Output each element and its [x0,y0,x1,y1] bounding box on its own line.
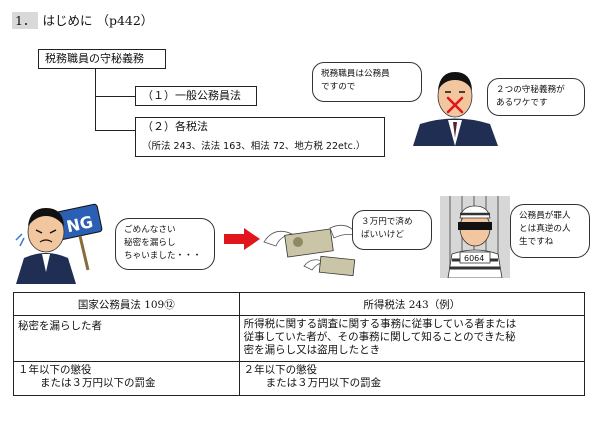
section-number: 1． [12,12,39,29]
item2-box: （２）各税法 （所法 243、法法 163、相法 72、地方税 22etc.） [135,117,385,157]
apology-illustration: NG [15,203,103,284]
official-illustration [413,72,498,146]
law-comparison-table: 国家公務員法 109⑫ 所得税法 243（例） 秘密を漏らした者 所得税に関する… [13,292,586,396]
tree-branch-2 [95,130,135,131]
cell-line: 密を漏らし又は盗用したとき [243,344,381,356]
money-bubble: ３万円で済め ばいいけど [352,210,432,250]
cross-icon [446,96,464,114]
prisoner-bubble: 公務員が罪人 とは真逆の人 生ですね [510,204,590,258]
tree-trunk [95,69,96,131]
section-heading: はじめに [42,13,93,28]
prisoner-illustration: 6064 [440,196,510,278]
bubble-line: ３万円で済め [361,217,413,227]
table-header-cell: 国家公務員法 109⑫ [13,292,240,316]
shirt-shape [42,254,50,272]
apology-bubble: ごめんなさい 秘密を漏らし ちゃいました・・・ [115,218,215,270]
cell-line: または３万円以下の罰金 [265,377,382,389]
eyes-shape [35,229,57,234]
cell-line: または３万円以下の罰金 [40,377,156,389]
root-box: 税務職員の守秘義務 [38,49,166,69]
number-plate [459,251,491,264]
cell-line: 所得税に関する調査に関する事務に従事している者または [243,318,517,330]
prisoner-number: 6064 [464,254,484,263]
banknote-shape [284,228,334,258]
table-cell: １年以下の懲役 または３万円以下の罰金 [13,361,240,396]
item1-box: （１）一般公務員法 [135,86,257,106]
tree-branch-1 [95,96,135,97]
bubble-line: 秘密を漏らし [124,238,176,248]
hair-shape [438,72,472,90]
bubble-line: ２つの守秘義務が [496,85,565,95]
item2-detail: （所法 243、法法 163、相法 72、地方税 22etc.） [142,141,366,152]
table-header-cell: 所得税法 243（例） [238,292,586,316]
mouth-shape [39,239,53,243]
cell-line: 秘密を漏らした者 [18,320,102,332]
bubble-line: ですので [321,82,356,92]
bubble-line: ばいいけど [361,230,404,240]
section-page-ref: （p442） [96,13,154,28]
bubble-line: とは真逆の人 [519,224,571,234]
hair-shape [28,208,64,226]
banknote-shape [318,255,356,277]
eye-censor-bar [458,222,492,230]
right-arrow-icon [224,228,260,250]
item1-label: （１）一般公務員法 [142,89,241,102]
table-header-row: 国家公務員法 109⑫ 所得税法 243（例） [13,292,586,316]
item2-label: （２）各税法 [142,120,208,133]
sign-stick [78,235,90,271]
table-cell: 秘密を漏らした者 [13,315,240,362]
banknote-portrait [293,237,303,247]
table-cell: ２年以下の懲役 または３万円以下の罰金 [238,361,586,396]
cell-line: １年以下の懲役 [18,364,92,376]
flying-money-illustration [263,224,359,277]
table-cell: 所得税に関する調査に関する事務に従事している者または 従事していた者が、その事務… [238,315,586,362]
bubble-line: 公務員が罪人 [519,211,571,221]
bubble-line: 生ですね [519,237,554,247]
bubble-line: 税務職員は公務員 [321,69,390,79]
bubble-line: ちゃいました・・・ [124,251,202,261]
table-row: １年以下の懲役 または３万円以下の罰金 ２年以下の懲役 または３万円以下の罰金 [13,361,586,396]
tie-shape [453,122,457,138]
arrow-shape [224,228,260,250]
bubble-line: ごめんなさい [124,225,176,235]
cell-line: ２年以下の懲役 [243,364,318,376]
table-row: 秘密を漏らした者 所得税に関する調査に関する事務に従事している者または 従事して… [13,315,586,362]
sweat-icon [15,233,25,247]
section-title: 1． はじめに （p442） [12,10,153,29]
official-bubble-right: ２つの守秘義務が あるワケです [487,78,585,116]
official-bubble-left: 税務職員は公務員 ですので [312,62,422,102]
bubble-line: あるワケです [496,98,548,108]
cell-line: 従事していた者が、その事務に関して知ることのできた秘 [243,331,516,343]
root-label: 税務職員の守秘義務 [45,52,144,65]
